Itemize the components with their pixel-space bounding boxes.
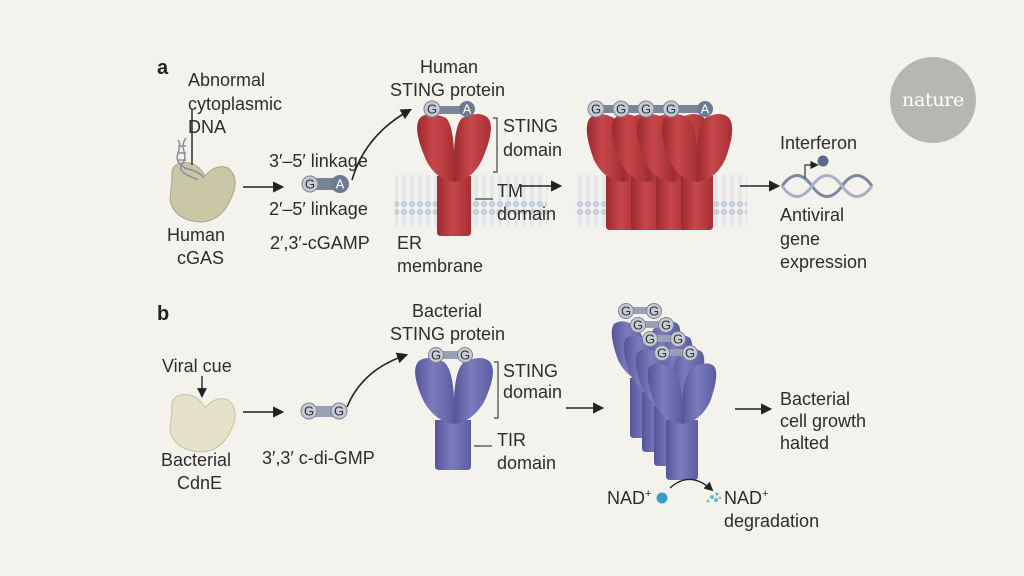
base-letter: G — [673, 332, 683, 347]
sting-domain-b-line2: domain — [503, 382, 563, 402]
bacterial-sting-title-line1: Bacterial — [412, 301, 483, 321]
bacterial-cdne-shape — [169, 394, 236, 453]
halt-label-line1: Bacterial — [780, 389, 851, 409]
halt-label-line2: cell growth — [780, 411, 867, 431]
arrow-nad-degradation — [669, 478, 714, 492]
interferon-label: Interferon — [780, 133, 858, 153]
base-letter: A — [336, 177, 345, 192]
viral-cue-label: Viral cue — [162, 356, 232, 376]
tir-domain-line1: TIR — [497, 430, 526, 450]
er-membrane-label-line1: ER — [397, 233, 423, 253]
cdigmp-molecule — [300, 402, 348, 420]
arrow-cdigmp-to-sting — [346, 352, 409, 408]
base-letter: G — [645, 332, 655, 347]
dna-label-line1: Abnormal — [188, 70, 266, 90]
nad-molecule — [656, 492, 668, 504]
base-letter: A — [463, 102, 472, 117]
base-letter: G — [685, 346, 695, 361]
nad-fragments-icon — [706, 492, 722, 503]
nad-output-label: NAD+ — [724, 488, 769, 508]
bacterial-sting-monomer — [415, 347, 493, 470]
base-letter: G — [666, 102, 676, 117]
base-letter: G — [657, 346, 667, 361]
base-letter: G — [460, 348, 470, 363]
human-sting-title-line1: Human — [420, 57, 479, 77]
nature-logo: nature — [890, 57, 976, 143]
human-sting-title-line2: STING protein — [390, 80, 506, 100]
base-letter: G — [633, 318, 643, 333]
tm-domain-line2: domain — [497, 204, 557, 224]
bacterial-sting-title-line2: STING protein — [390, 324, 506, 344]
dna-label-line3: DNA — [188, 117, 227, 137]
base-letter: G — [591, 102, 601, 117]
nad-input-label: NAD+ — [607, 488, 652, 508]
human-sting-monomer — [417, 100, 491, 236]
linkage-bottom-label: 2′–5′ linkage — [269, 199, 368, 219]
sting-domain-a-line2: domain — [503, 140, 563, 160]
tm-domain-line1: TM — [497, 181, 523, 201]
sting-domain-b-line1: STING — [503, 361, 559, 381]
cdigmp-label: 3′,3′ c-di-GMP — [262, 448, 375, 468]
cdne-label-line2: CdnE — [177, 473, 223, 493]
cgamp-label: 2′,3′-cGAMP — [270, 233, 370, 253]
dna-icon — [176, 137, 205, 181]
dna-label-line2: cytoplasmic — [188, 94, 283, 114]
panel-label-b: b — [157, 303, 170, 325]
base-letter: A — [701, 102, 710, 117]
er-membrane-label-line2: membrane — [397, 256, 484, 276]
interferon-molecule — [817, 155, 829, 167]
base-letter: G — [641, 102, 651, 117]
base-letter: G — [621, 304, 631, 319]
human-cgas-shape — [169, 162, 236, 223]
antiviral-label-line1: Antiviral — [780, 205, 845, 225]
antiviral-label-line3: expression — [780, 252, 868, 272]
panel-label-a: a — [157, 57, 169, 79]
cgamp-molecule — [301, 175, 349, 193]
nad-degradation-label: degradation — [724, 511, 820, 531]
cdne-label-line1: Bacterial — [161, 450, 232, 470]
gene-helix-icon — [780, 174, 874, 198]
base-letter: G — [427, 102, 437, 117]
antiviral-label-line2: gene — [780, 229, 821, 249]
base-letter: G — [305, 177, 315, 192]
tir-domain-line2: domain — [497, 453, 557, 473]
base-letter: G — [661, 318, 671, 333]
arrow-cgamp-to-sting — [351, 108, 412, 181]
base-letter: G — [649, 304, 659, 319]
base-letter: G — [616, 102, 626, 117]
base-letter: G — [431, 348, 441, 363]
halt-label-line3: halted — [780, 433, 830, 453]
base-letter: G — [304, 404, 314, 419]
cgas-label-line1: Human — [167, 225, 226, 245]
base-letter: G — [334, 404, 344, 419]
cgas-label-line2: cGAS — [177, 248, 225, 268]
sting-domain-a-line1: STING — [503, 116, 559, 136]
linkage-top-label: 3′–5′ linkage — [269, 151, 368, 171]
